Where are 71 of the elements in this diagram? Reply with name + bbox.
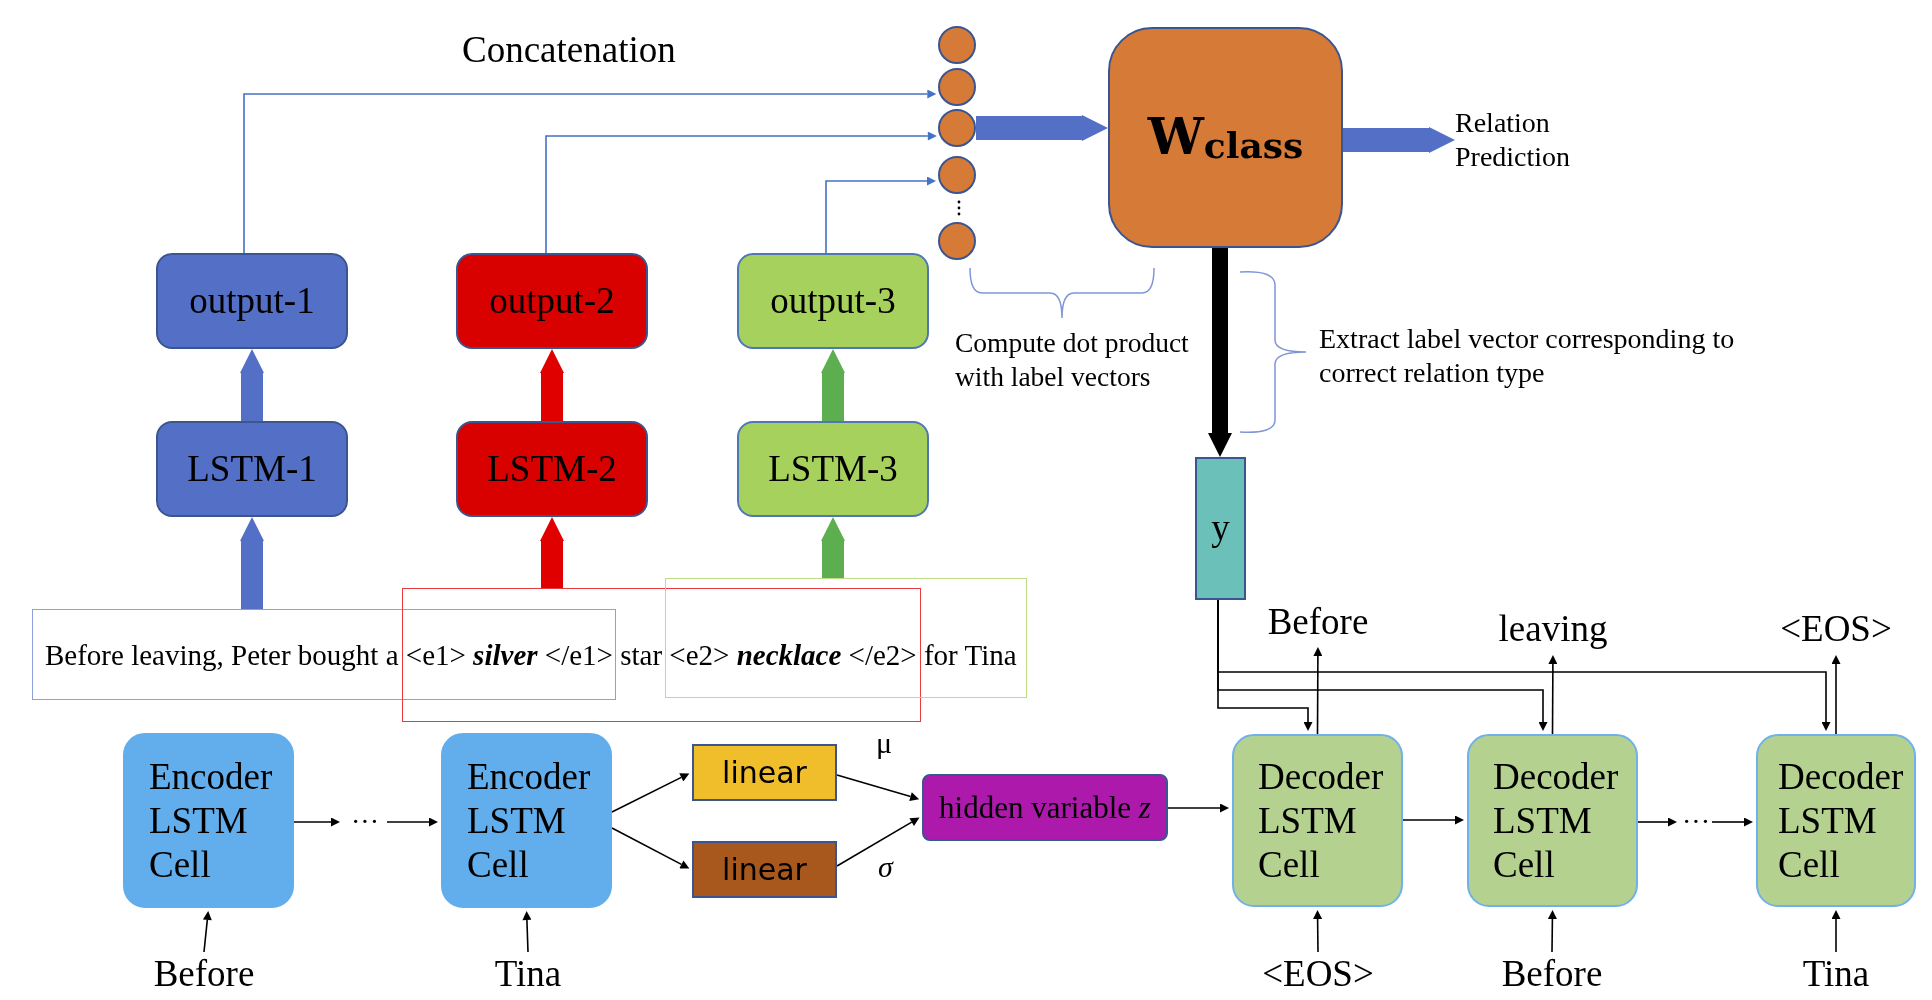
output-box: output-3 [737,253,929,349]
vector-circle [938,26,976,64]
block-arrow [540,517,564,588]
edge-label: σ [878,852,893,882]
edge-label: μ [876,728,893,758]
arrow [611,827,690,869]
annotation-text: Extract label vector corresponding to correct relation type [1319,322,1736,390]
block-arrow [1208,248,1232,457]
output-label: Relation Prediction [1455,106,1625,174]
title-label: Concatenation [462,28,676,72]
word-label: Tina [488,952,568,996]
block-arrow [240,517,264,609]
vector-circle [938,109,976,147]
word-label: <EOS> [1774,606,1898,652]
ellipsis-text: ··· [1680,806,1712,838]
arrow [836,774,920,801]
linear-layer-box: linear [692,744,837,801]
ellipsis-text: ··· [343,806,387,838]
arrow [1831,910,1841,953]
arrow [825,176,936,254]
encoder-cell: Encoder LSTM Cell [441,733,612,908]
encoder-cell: Encoder LSTM Cell [123,733,294,908]
vector-circle [938,222,976,260]
arrow [1167,803,1229,813]
arrow [202,910,212,953]
classifier-box: W$_{class}$ [1108,27,1343,248]
label-vector-box: y [1195,457,1246,600]
word-label: Before [144,952,264,996]
arrow [243,89,937,254]
word-label: Before [1492,952,1612,996]
word-label: leaving [1491,606,1615,652]
vector-circle [938,156,976,194]
word-label: <EOS> [1256,952,1380,996]
arrow [611,773,690,813]
highlight-frame [665,578,1027,698]
block-arrow [240,349,264,421]
arrow [522,911,532,953]
vector-circle [938,68,976,106]
block-arrow [821,517,845,578]
latent-variable-box: hidden variable z [922,774,1168,841]
arrow [1637,817,1677,827]
block-arrow [540,349,564,421]
lstm-box: LSTM-1 [156,421,348,517]
block-arrow [821,349,845,421]
word-label: Before [1258,600,1378,644]
arrow [1217,599,1313,731]
arrow [1831,655,1841,735]
highlight-frame [402,588,921,722]
arrow [1547,910,1557,953]
linear-layer-box: linear [692,841,837,898]
output-box: output-2 [456,253,648,349]
decoder-cell: Decoder LSTM Cell [1232,734,1403,907]
decoder-cell: Decoder LSTM Cell [1756,734,1916,907]
arrow [386,817,438,827]
word-label: Tina [1796,952,1876,996]
lstm-box: LSTM-3 [737,421,929,517]
lstm-box: LSTM-2 [456,421,648,517]
block-arrow [1343,127,1455,153]
arrow [1711,817,1753,827]
arrow [293,817,340,827]
arrow [1313,647,1323,735]
sentence-text: Before leaving, Peter bought a <e1> silver </e1> star <e2> necklace </e2> for Tina [45,638,1017,673]
arrow [836,817,920,867]
arrow [545,131,937,254]
arrow [1313,910,1323,953]
annotation-text: Compute dot product with label vectors [955,326,1190,394]
arrow [1548,655,1558,735]
arrow [1402,815,1464,825]
decoder-cell: Decoder LSTM Cell [1467,734,1638,907]
output-box: output-1 [156,253,348,349]
highlight-frame [32,609,616,700]
